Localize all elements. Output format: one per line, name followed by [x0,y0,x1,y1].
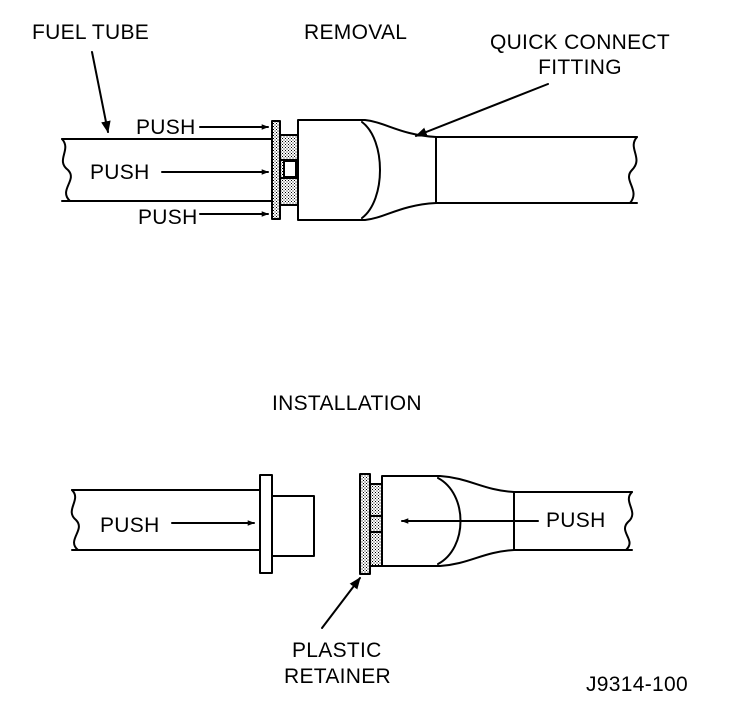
removal-retainer-ring [272,121,280,219]
retainer-label-line1: PLASTIC [292,639,382,662]
fuel-tube-break-left [62,139,71,201]
removal-quick-connect-fitting [298,120,436,220]
fitting-leader-arrow [414,84,548,136]
removal-heading: REMOVAL [304,21,408,44]
retainer-label-line2: RETAINER [284,665,392,688]
install-tube-break-left [72,490,79,550]
fitting-body-curve [362,122,380,218]
installation-outlet-tube [514,492,632,550]
installation-plastic-retainer [360,474,370,574]
push-left-label: PUSH [100,514,160,537]
installation-fuel-tube [72,490,260,550]
push-middle-label: PUSH [90,161,150,184]
outlet-tube-break-right [629,137,637,203]
install-tube-break-right [625,492,632,550]
fitting-label-line2: FITTING [538,56,622,79]
removal-fuel-tube [62,139,272,201]
installation-tube-end [272,496,314,556]
push-right-label: PUSH [546,509,606,532]
push-top-label: PUSH [136,116,196,139]
fuel-tube-leader-arrow [92,52,111,134]
installation-heading: INSTALLATION [272,392,422,415]
installation-fitting-tabs [370,484,382,566]
installation-tube-bead [260,475,272,573]
figure-id: J9314-100 [586,673,688,696]
retainer-leader-arrow [322,578,360,628]
removal-outlet-tube [436,137,637,203]
push-bottom-label: PUSH [138,206,198,229]
removal-retainer-tabs [280,135,298,205]
fitting-label-line1: QUICK CONNECT [489,31,671,54]
fuel-tube-label: FUEL TUBE [32,21,150,44]
